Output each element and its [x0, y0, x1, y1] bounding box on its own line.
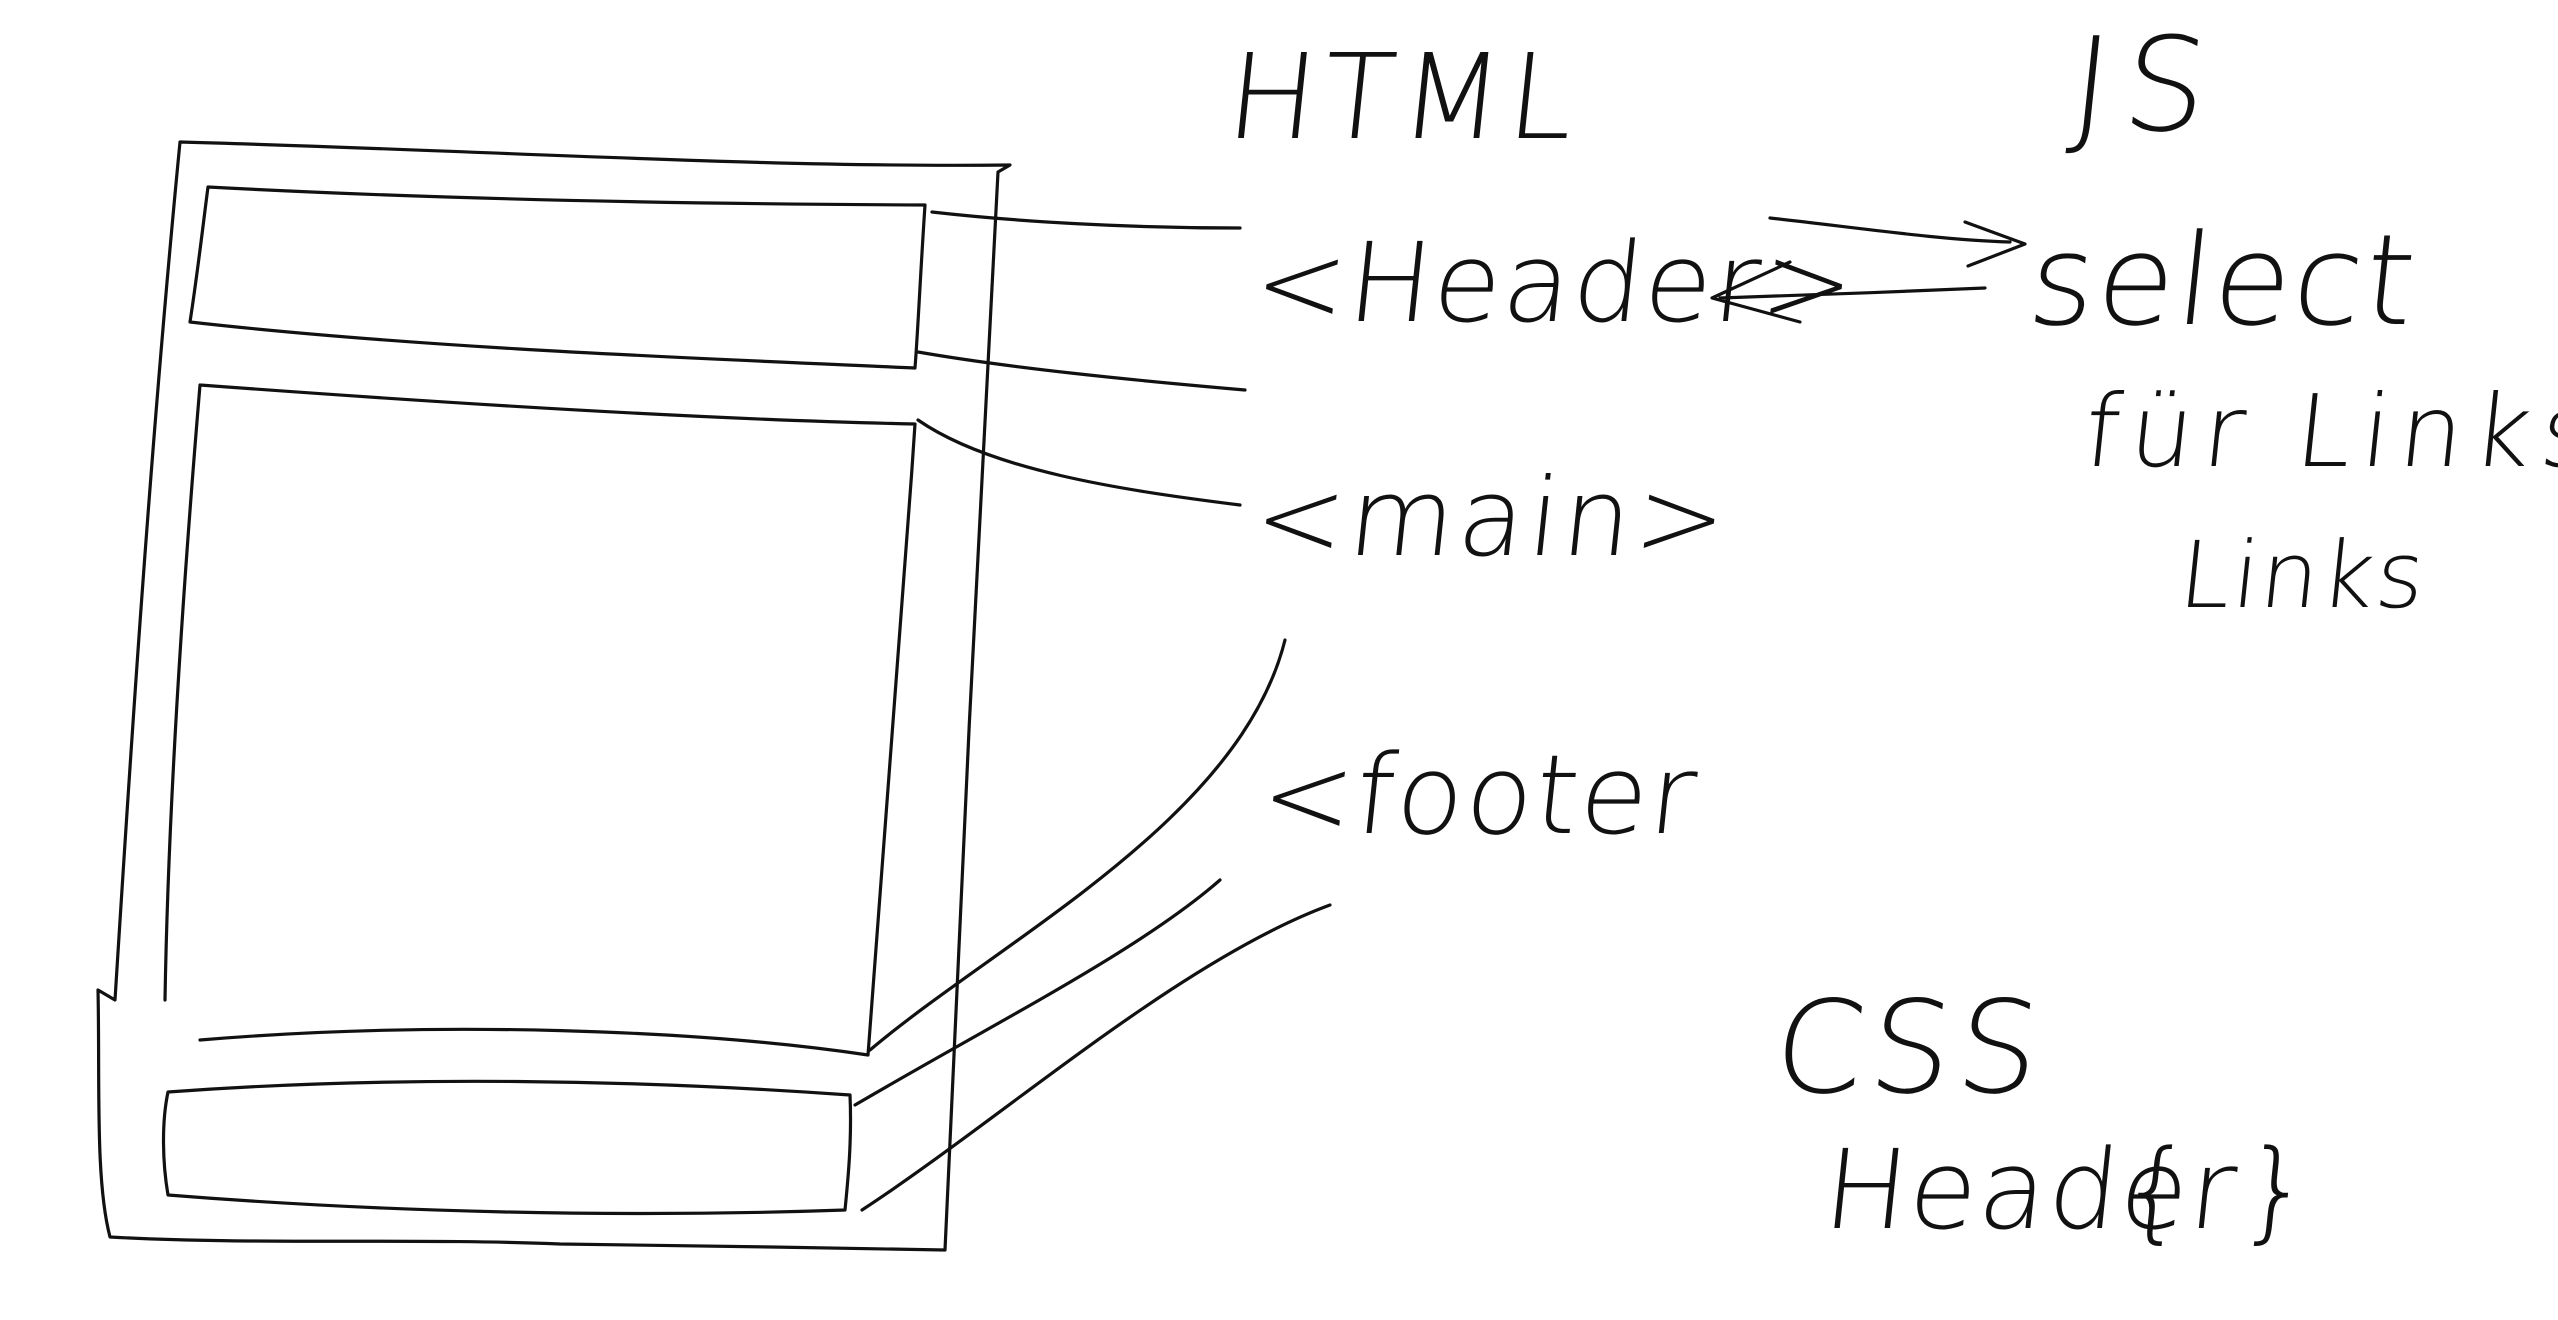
js-heading: JS [2064, 9, 2229, 161]
footer-box [161, 1079, 853, 1216]
main-box [163, 383, 917, 1057]
header-connector-top [930, 210, 1242, 230]
links-note-line1: für Links [2078, 373, 2558, 490]
footer-connector-top [853, 878, 1222, 1107]
main-connector-bottom [868, 638, 1287, 1052]
html-heading: HTML [1220, 28, 1588, 166]
main-tag-label: <main> [1248, 456, 1737, 581]
header-tag-label: <Header> [1248, 219, 1863, 347]
links-note-line2: Links [2174, 522, 2433, 629]
arrow-right [1768, 216, 2027, 268]
css-heading: CSS [1767, 974, 2053, 1123]
arrow-left [1710, 260, 1987, 324]
footer-tag-label: <footer [1255, 731, 1705, 859]
header-connector-bottom [916, 350, 1247, 392]
main-connector-top [916, 418, 1242, 507]
footer-connector-bottom [860, 903, 1332, 1212]
css-braces: { } [2113, 1126, 2326, 1254]
page-outer-frame [96, 140, 1012, 1252]
header-box [188, 185, 927, 370]
select-label: select [2022, 207, 2425, 354]
